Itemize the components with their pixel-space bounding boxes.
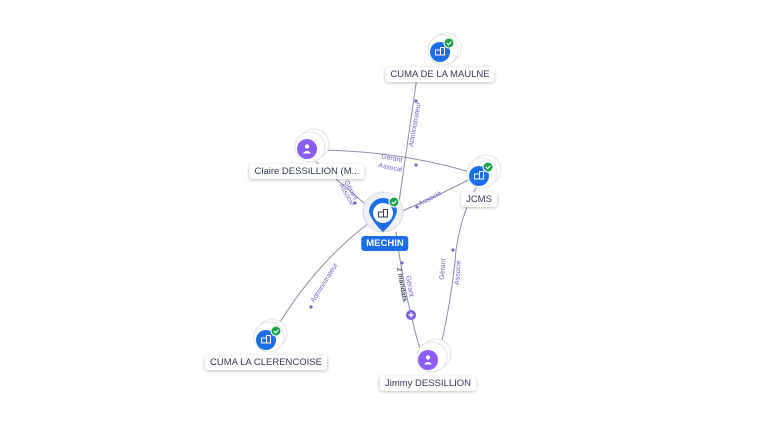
node-label-claire-dessillion[interactable]: Claire DESSILLION (M... xyxy=(249,164,365,179)
edge-mechin-cuma-maulne xyxy=(398,69,419,203)
node-label-jcms[interactable]: JCMS xyxy=(461,192,497,207)
arrow-marker xyxy=(415,205,419,209)
verified-check-icon xyxy=(270,325,282,337)
node-mechin[interactable] xyxy=(362,191,404,233)
person-icon xyxy=(423,355,433,365)
expand-mandats-button[interactable] xyxy=(406,310,416,320)
edge-label-associe-3: Associé xyxy=(418,190,443,208)
node-label-cuma-de-la-maulne[interactable]: CUMA DE LA MAULNE xyxy=(385,67,495,82)
person-icon xyxy=(302,144,312,154)
building-icon xyxy=(378,209,388,218)
verified-check-icon xyxy=(482,161,494,173)
node-cuma-la-clerencoise[interactable] xyxy=(253,318,288,353)
verified-check-icon xyxy=(443,37,455,49)
edge-label-associe-4: Associé xyxy=(454,260,463,285)
building-icon xyxy=(435,47,445,56)
arrow-marker xyxy=(414,99,418,103)
node-cuma-de-la-maulne[interactable] xyxy=(427,32,462,66)
node-label-mechin[interactable]: MECHIN xyxy=(361,236,409,251)
node-jimmy-dessillion[interactable] xyxy=(416,338,452,373)
arrow-marker xyxy=(451,248,455,252)
edge-label-gerant-4: Gérant xyxy=(439,258,447,280)
edge-label-associe-1: Associé xyxy=(378,162,404,174)
node-claire-dessillion[interactable] xyxy=(294,128,330,163)
arrow-marker xyxy=(414,163,418,167)
edge-mechin-jcms xyxy=(394,177,473,215)
edge-mechin-cuma-clerencoise xyxy=(271,221,371,337)
edge-label-gerant-3: Gérant xyxy=(404,275,415,297)
arrow-marker xyxy=(400,261,404,265)
node-label-cuma-la-clerencoise[interactable]: CUMA LA CLERENCOISE xyxy=(205,355,327,370)
edge-label-gerant-1: Gérant xyxy=(381,153,403,164)
edge-label-administrateur-2: Administrateur xyxy=(310,262,340,305)
node-label-jimmy-dessillion[interactable]: Jimmy DESSILLION xyxy=(379,376,477,391)
building-icon xyxy=(261,335,271,344)
edge-label-mandats: 2 mandats xyxy=(395,267,408,302)
arrow-marker xyxy=(353,201,357,205)
building-icon xyxy=(474,171,484,180)
node-jcms[interactable] xyxy=(466,154,502,189)
edge-claire-jcms xyxy=(311,149,471,173)
verified-check-icon xyxy=(388,196,400,208)
arrow-marker xyxy=(309,305,313,309)
